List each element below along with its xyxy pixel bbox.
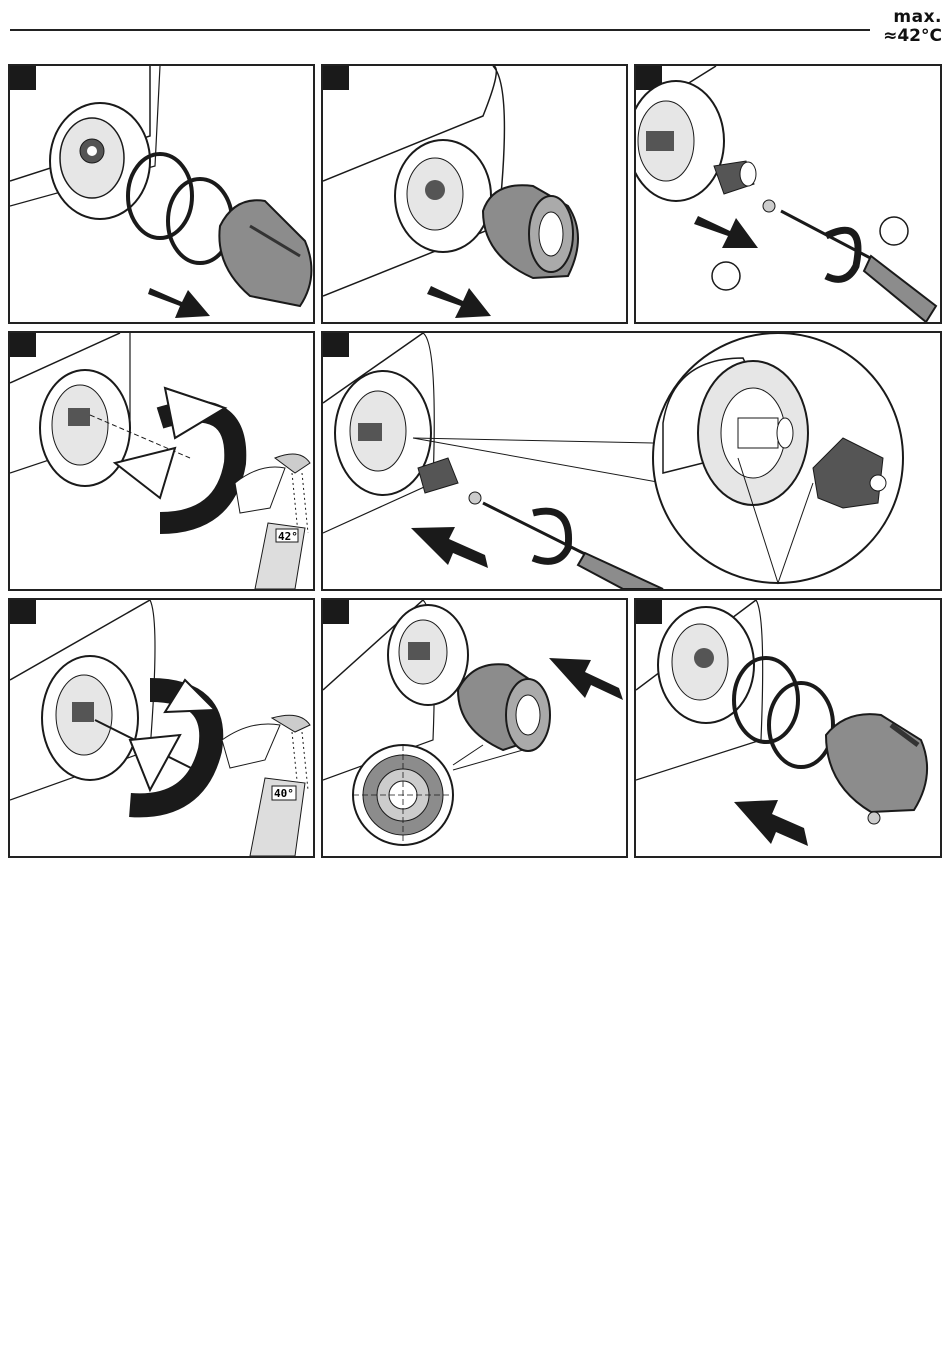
temperature-check-illustration: 40° — [10, 600, 313, 856]
remove-sleeve-illustration — [323, 66, 626, 322]
install-sleeve-illustration — [323, 600, 626, 856]
header-rule — [10, 29, 870, 31]
callout-circle-b — [712, 262, 740, 290]
step-panel-4: 42° — [8, 331, 315, 591]
arrow-icon — [694, 216, 758, 248]
install-handle-illustration — [636, 600, 940, 856]
screwdriver-icon — [578, 553, 663, 589]
arrow-icon — [734, 800, 808, 846]
unscrew-cartridge-illustration — [636, 66, 940, 322]
temperature-text: ≈42°C — [883, 27, 942, 46]
step-panel-1 — [8, 64, 315, 324]
rotate-icon — [115, 388, 235, 523]
step-panel-3 — [634, 64, 942, 324]
screwdriver-icon — [864, 256, 936, 322]
insert-cartridge-detail-illustration — [323, 333, 940, 589]
max-text: max. — [883, 8, 942, 27]
temperature-adjust-illustration: 42° — [10, 333, 313, 589]
step-panel-7 — [321, 598, 628, 858]
temperature-display: 40° — [274, 787, 294, 800]
temperature-display: 42° — [278, 530, 298, 543]
arrow-icon — [411, 527, 488, 568]
callout-circle-a — [880, 217, 908, 245]
max-temperature-label: max. ≈42°C — [883, 8, 942, 46]
step-panel-2 — [321, 64, 628, 324]
arrow-icon — [148, 288, 210, 318]
step-panel-8 — [634, 598, 942, 858]
rotate-icon — [130, 680, 215, 805]
shower-head-icon — [235, 454, 310, 533]
thermometer-icon: 42° — [255, 523, 305, 589]
thermometer-icon: 40° — [250, 778, 305, 856]
arrow-icon — [549, 658, 623, 700]
arrow-icon — [427, 286, 491, 318]
step-panel-5 — [321, 331, 942, 591]
remove-handle-illustration — [10, 66, 313, 322]
step-panel-6: 40° — [8, 598, 315, 858]
